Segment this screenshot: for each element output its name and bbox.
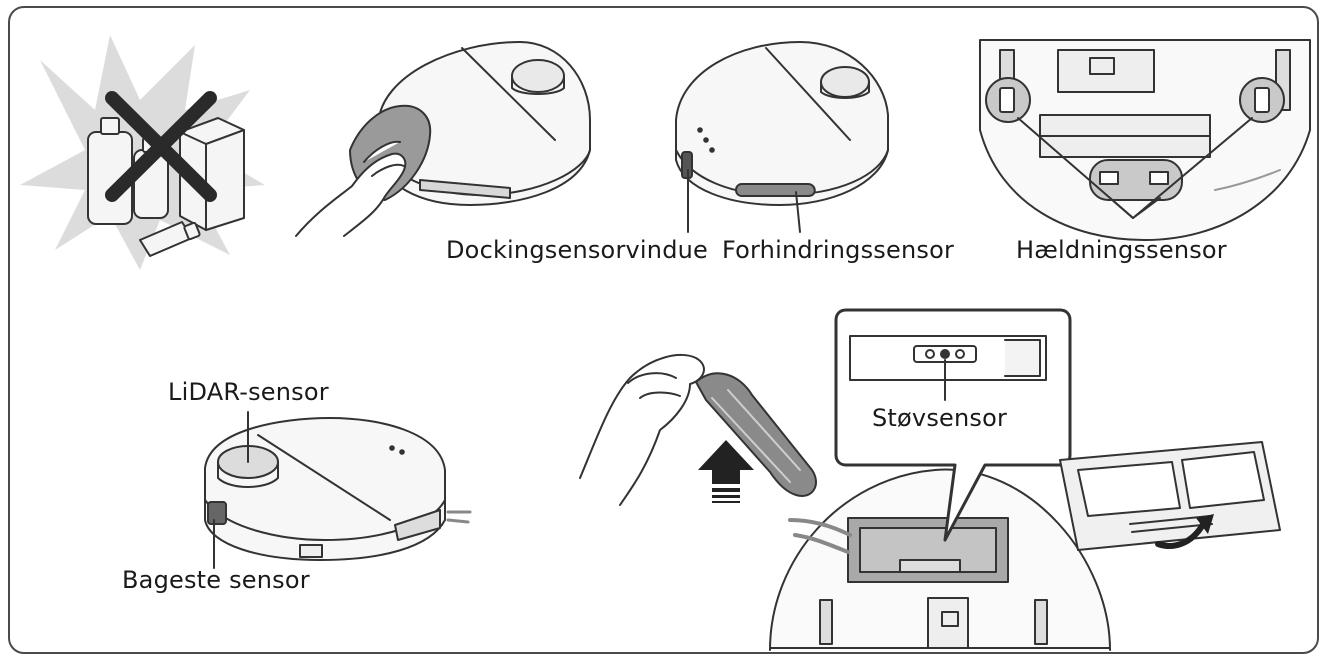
tube [139,221,201,257]
bottle-large [87,117,133,225]
robot-top-view [377,41,591,206]
dust-sensor-label: Støvsensor [872,404,1008,432]
rear-sensor-label: Bageste sensor [122,566,310,594]
robot-front-panel [675,41,889,233]
obstacle-sensor-pointer [795,191,801,233]
tilt-highlight-left [985,77,1031,123]
tilt-pointer-lines [1017,117,1253,219]
curved-arrow-icon [1155,514,1214,549]
tilt-sensor-panel [979,39,1311,241]
lidar-sensor-label: LiDAR-sensor [168,378,329,406]
robot-bottom-open [769,468,1111,651]
cross-mark-icon [105,91,217,202]
filter-tray [1059,441,1281,551]
dust-sensor-callout [834,308,1072,542]
hand [295,140,407,237]
no-chemicals-panel [20,35,265,270]
hand-with-brush [579,353,817,506]
tilt-highlight-right [1239,77,1285,123]
lidar-panel [204,411,472,569]
dust-sensor-panel [579,308,1281,651]
tilt-highlight-center [1089,159,1183,201]
obstacle-sensor-label: Forhindringssensor [722,236,955,264]
tilt-sensor-label: Hældningssensor [1016,236,1227,264]
robot-angled-view [204,417,472,561]
docking-window-label: Dockingsensorvindue [446,236,708,264]
wiping-panel [295,41,591,237]
robot-front-view [675,41,889,206]
box-carton [179,117,245,231]
up-arrow-icon [698,440,754,503]
